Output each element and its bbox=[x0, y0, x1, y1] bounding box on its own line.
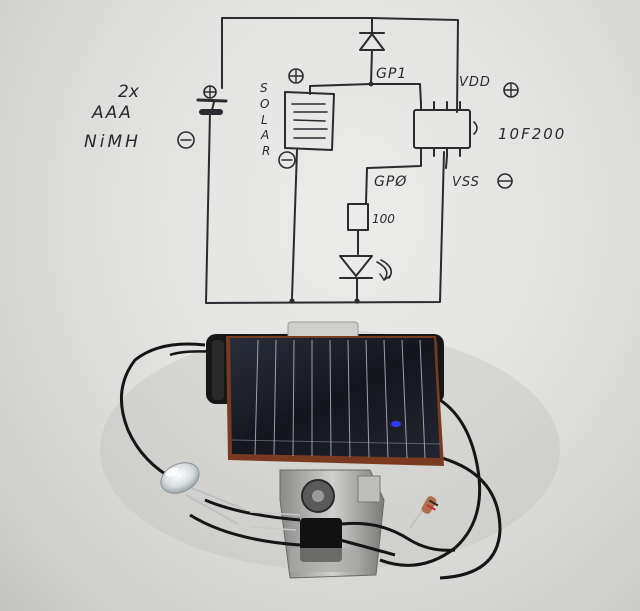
battery-clip bbox=[287, 321, 359, 339]
right-outer-wire bbox=[429, 453, 502, 580]
right-loop-wire bbox=[379, 398, 482, 567]
led-component bbox=[160, 462, 247, 525]
vss-label: VSS bbox=[452, 175, 480, 190]
solar-letter: O bbox=[260, 97, 269, 111]
resistor-symbol bbox=[347, 203, 369, 231]
gp0-label: GPØ bbox=[374, 174, 407, 190]
solar-minus-icon bbox=[278, 151, 296, 169]
solar-minus-wire bbox=[291, 149, 298, 299]
gp0-wire bbox=[365, 155, 422, 204]
vss-minus-icon bbox=[497, 173, 513, 189]
blue-reflection bbox=[391, 421, 401, 427]
left-loop-wire bbox=[119, 342, 206, 482]
battery-minus-icon bbox=[177, 131, 195, 149]
junction-dot bbox=[354, 298, 360, 304]
solar-letter: A bbox=[260, 128, 269, 142]
junction-dot bbox=[289, 298, 295, 304]
resistor-value-label: 100 bbox=[372, 212, 395, 226]
metal-bracket bbox=[279, 469, 385, 579]
chip-symbol bbox=[413, 101, 478, 157]
solar-letter: L bbox=[261, 113, 268, 127]
battery-type-label: AAA bbox=[91, 103, 133, 123]
solar-plus-icon bbox=[288, 68, 304, 84]
battery-count-label: 2x bbox=[118, 82, 140, 102]
bottom-loop-wire bbox=[205, 111, 445, 304]
top-wire bbox=[221, 17, 459, 113]
solar-panel bbox=[226, 336, 444, 466]
schematic-drawing: 2x AAA NiMH S O L A R GP1 VDD 10F200 GPØ… bbox=[84, 17, 566, 304]
vdd-label: VDD bbox=[459, 75, 491, 90]
gp1-wire bbox=[309, 83, 422, 105]
battery-chem-label: NiMH bbox=[84, 132, 141, 152]
battery-symbol bbox=[196, 98, 228, 115]
solar-letter: R bbox=[262, 144, 270, 158]
led-symbol bbox=[339, 255, 392, 303]
resistor-component bbox=[409, 496, 439, 529]
battery-plus-icon bbox=[203, 85, 217, 99]
solar-letter: S bbox=[260, 81, 268, 95]
chip-name-label: 10F200 bbox=[498, 125, 566, 143]
physical-circuit bbox=[100, 321, 560, 580]
vss-wire bbox=[445, 155, 448, 169]
diode-symbol bbox=[359, 17, 385, 85]
vdd-plus-icon bbox=[503, 82, 519, 98]
gp1-label: GP1 bbox=[376, 66, 407, 82]
solar-cell-symbol bbox=[284, 91, 335, 151]
